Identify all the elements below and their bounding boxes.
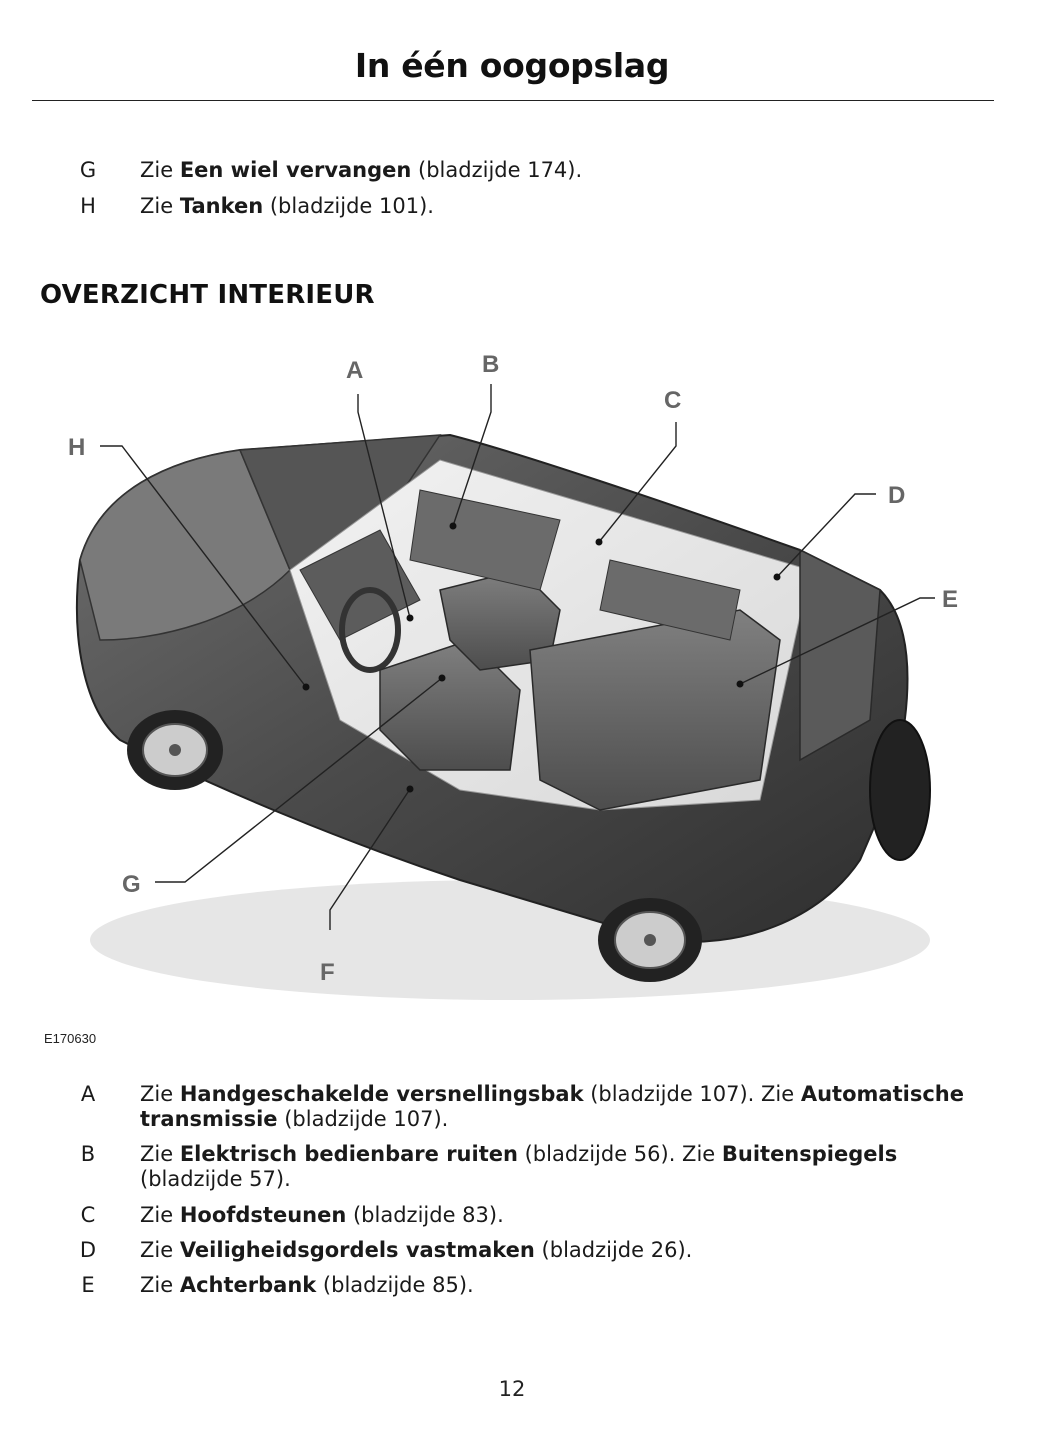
ref-link: Achterbank <box>179 1273 317 1297</box>
ref-letter: C <box>80 1203 96 1227</box>
ref-text: Zie Een wiel vervangen (bladzijde 174). <box>140 158 583 182</box>
interior-illustration: A B C D E F G H <box>68 351 958 1000</box>
ref-text: Zie Elektrisch bedienbare ruiten (bladzi… <box>140 1142 898 1191</box>
ref-letter: A <box>80 1082 96 1106</box>
page-title: In één oogopslag <box>354 46 670 85</box>
rear-bench <box>529 609 781 811</box>
ref-link: Automatische transmissie <box>140 1082 964 1131</box>
ref-link: Veiligheidsgordels vastmaken <box>179 1238 535 1262</box>
ref-letter: B <box>80 1142 96 1166</box>
front-wheel <box>127 710 223 790</box>
leader-d <box>776 493 876 578</box>
section-heading: OVERZICHT INTERIEUR <box>40 280 375 310</box>
ref-link: Tanken <box>179 194 264 218</box>
leader-g <box>155 677 443 883</box>
ref-link: Hoofdsteunen <box>179 1203 347 1227</box>
door-panel <box>599 559 741 641</box>
figure-id: E170630 <box>44 1031 97 1046</box>
ref-link: Handgeschakelde versnellingsbak <box>179 1082 584 1106</box>
leader-e <box>739 597 935 685</box>
dashboard <box>299 529 421 641</box>
callout-label-e: E <box>942 586 958 613</box>
callout-label-c: C <box>664 387 681 414</box>
ref-text: Zie Hoofdsteunen (bladzijde 83). <box>140 1203 504 1227</box>
ref-letter: E <box>81 1273 95 1297</box>
callout-label-b: B <box>482 351 499 378</box>
rear-wheel <box>598 898 702 982</box>
callout-label-g: G <box>122 871 141 898</box>
callout-leaders <box>100 384 935 930</box>
page-number: 12 <box>498 1377 526 1401</box>
callout-label-a: A <box>346 357 363 384</box>
tailgate <box>799 548 881 762</box>
ref-letter: G <box>79 158 97 182</box>
leader-h <box>100 445 307 688</box>
spare-wheel <box>869 719 931 861</box>
callout-label-h: H <box>68 434 85 461</box>
title-divider <box>32 100 994 101</box>
callout-label-f: F <box>320 959 335 986</box>
steering-wheel <box>339 587 401 673</box>
ref-link: Een wiel vervangen <box>179 158 412 182</box>
leader-b <box>452 384 492 527</box>
leader-a <box>357 394 411 619</box>
leader-f <box>329 788 411 930</box>
ref-letter: D <box>79 1238 97 1262</box>
rear-door <box>409 489 561 591</box>
ref-text: Zie Handgeschakelde versnellingsbak (bla… <box>140 1082 964 1131</box>
ref-text: Zie Veiligheidsgordels vastmaken (bladzi… <box>140 1238 693 1262</box>
callout-dots <box>302 522 781 793</box>
ref-text: Zie Tanken (bladzijde 101). <box>140 194 434 218</box>
ref-text: Zie Achterbank (bladzijde 85). <box>140 1273 474 1297</box>
leader-c <box>598 422 677 543</box>
callout-label-d: D <box>888 482 905 509</box>
ref-letter: H <box>80 194 96 218</box>
ref-link: Elektrisch bedienbare ruiten <box>179 1142 518 1166</box>
ref-link: Buitenspiegels <box>721 1142 898 1166</box>
